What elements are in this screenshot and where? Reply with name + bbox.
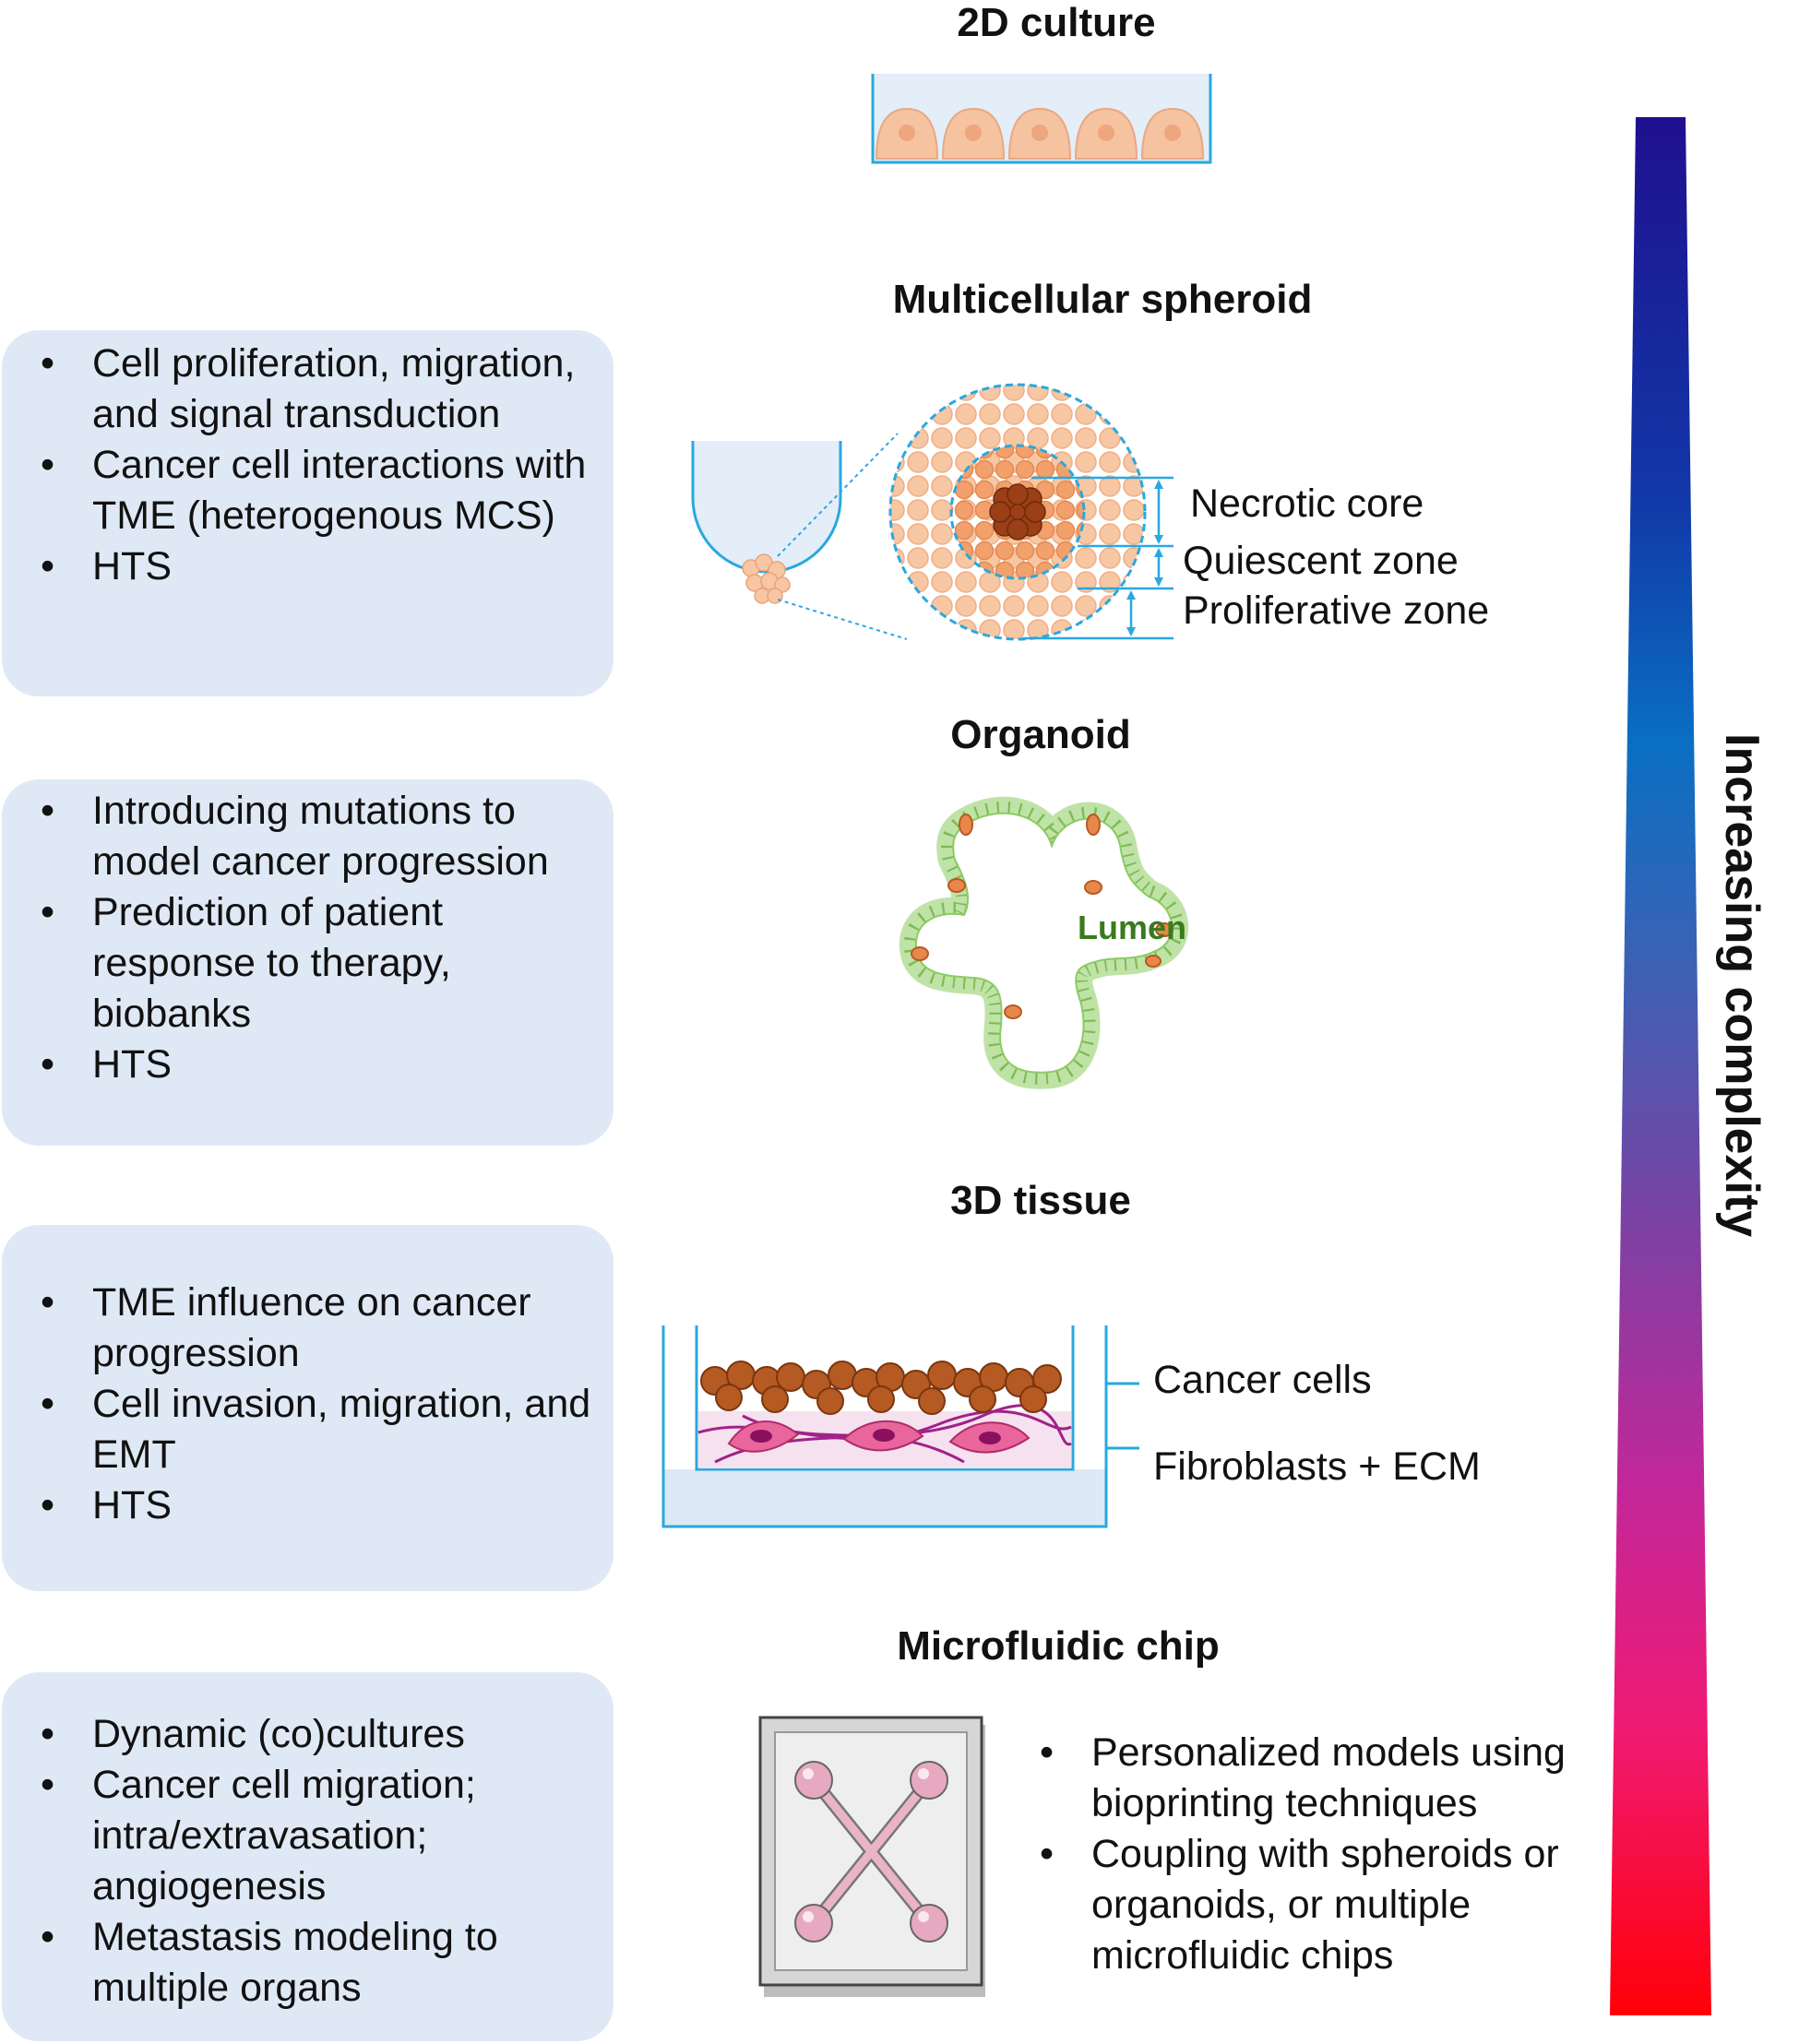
tissue-applications-box: TME influence on cancer progression Cell… [2,1225,614,1591]
quiescent-zone-label: Quiescent zone [1183,539,1459,583]
title-microfluidic-chip: Microfluidic chip [897,1623,1220,1669]
spheroid-applications-box: Cell proliferation, migration, and signa… [2,330,614,696]
title-multicellular-spheroid: Multicellular spheroid [892,277,1313,322]
list-item: Coupling with spheroids or organoids, or… [1001,1829,1573,1981]
list-item: HTS [2,1040,592,1090]
title-organoid: Organoid [950,712,1131,757]
list-item: Cancer cell migration; intra/extravasati… [2,1760,555,1912]
list-item: HTS [2,1480,611,1531]
list-item: Prediction of patient response to therap… [2,887,592,1040]
complexity-gradient-bar [1610,117,1711,2015]
list-item: Introducing mutations to model cancer pr… [2,786,592,887]
cancer-cells-label: Cancer cells [1153,1358,1372,1402]
necrotic-core-label: Necrotic core [1190,481,1424,526]
fibroblasts-ecm-label: Fibroblasts + ECM [1153,1444,1481,1489]
title-2d-culture: 2D culture [957,0,1156,45]
list-item: Cell invasion, migration, and EMT [2,1379,611,1480]
organoid-illustration: Lumen [900,796,1189,1089]
list-item: Cancer cell interactions with TME (heter… [2,440,611,541]
spheroid-illustration [691,383,1174,641]
list-item: TME influence on cancer progression [2,1278,611,1379]
chip-applications-box: Dynamic (co)cultures Cancer cell migrati… [2,1672,614,2041]
list-item: Personalized models using bioprinting te… [1001,1728,1573,1829]
lumen-label: Lumen [1078,909,1186,946]
microfluidic-chip-illustration [758,1716,985,1997]
2d-culture-illustration [871,74,1212,164]
increasing-complexity-label: Increasing complexity [1715,733,1769,1238]
3d-tissue-illustration [661,1325,1139,1528]
list-item: Dynamic (co)cultures [2,1709,555,1760]
title-3d-tissue: 3D tissue [950,1178,1131,1223]
chip-notes-list: Personalized models using bioprinting te… [1001,1728,1573,1981]
organoid-applications-box: Introducing mutations to model cancer pr… [2,779,614,1146]
list-item: Metastasis modeling to multiple organs [2,1912,555,2014]
proliferative-zone-label: Proliferative zone [1183,588,1490,633]
list-item: Cell proliferation, migration, and signa… [2,339,611,440]
list-item: HTS [2,541,611,592]
